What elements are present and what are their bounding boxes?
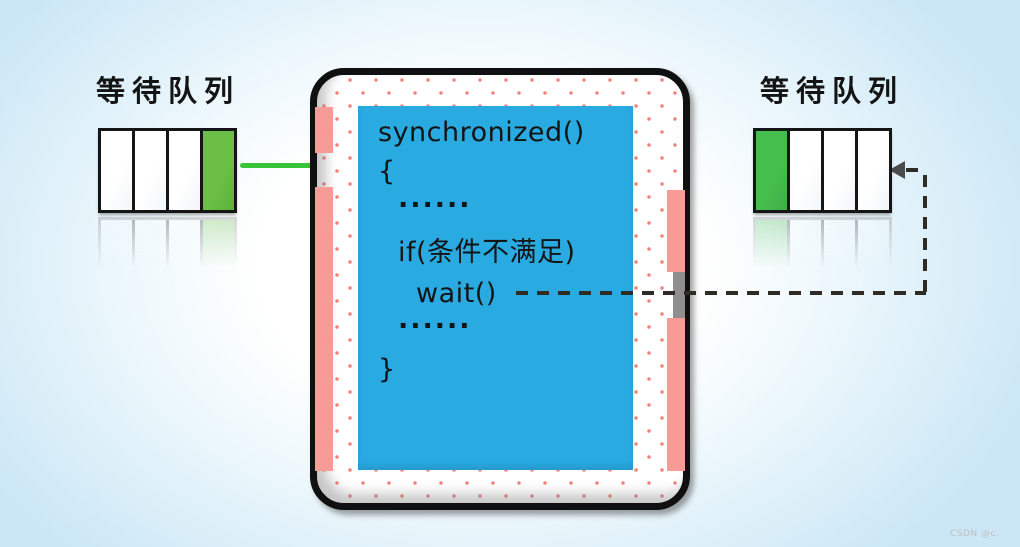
wait-arrow-head-icon — [889, 161, 905, 179]
queue-cell — [855, 131, 889, 210]
wait-dashed-path-vertical — [923, 175, 927, 294]
code-line-wait: wait() — [416, 278, 497, 309]
lock-bar-left-bottom — [315, 187, 333, 471]
queue-cell — [787, 131, 821, 210]
queue-cell — [166, 131, 200, 210]
code-line-if-condition: if(条件不满足) — [398, 237, 576, 268]
right-waiting-queue — [753, 128, 892, 213]
watermark: CSDN @c. — [950, 529, 1000, 539]
left-waiting-queue — [98, 128, 237, 213]
code-line-ellipsis-2: ...... — [398, 304, 472, 335]
queue-cell — [821, 131, 855, 210]
left-queue-reflection — [98, 217, 237, 302]
wait-exit-notch — [673, 272, 685, 318]
left-queue-title: 等待队列 — [95, 74, 240, 108]
code-line-synchronized: synchronized() — [378, 117, 585, 148]
code-panel: synchronized() { ...... if(条件不满足) wait()… — [358, 106, 633, 470]
code-line-ellipsis-1: ...... — [398, 183, 472, 214]
queue-cell — [101, 131, 132, 210]
wait-dashed-path-horizontal — [516, 291, 926, 295]
right-queue-reflection — [753, 217, 892, 302]
lock-bar-right-top — [667, 190, 685, 272]
wait-dashed-path-top — [906, 168, 926, 172]
code-line-open-brace: { — [378, 156, 396, 187]
lock-bar-right-bottom — [667, 318, 685, 471]
enter-arrow — [240, 163, 348, 168]
code-line-close-brace: } — [378, 354, 396, 385]
lock-bar-left-top — [315, 107, 333, 153]
queue-cell — [132, 131, 166, 210]
queue-cell — [756, 131, 787, 210]
queue-cell — [200, 131, 234, 210]
right-queue-title: 等待队列 — [759, 74, 904, 108]
